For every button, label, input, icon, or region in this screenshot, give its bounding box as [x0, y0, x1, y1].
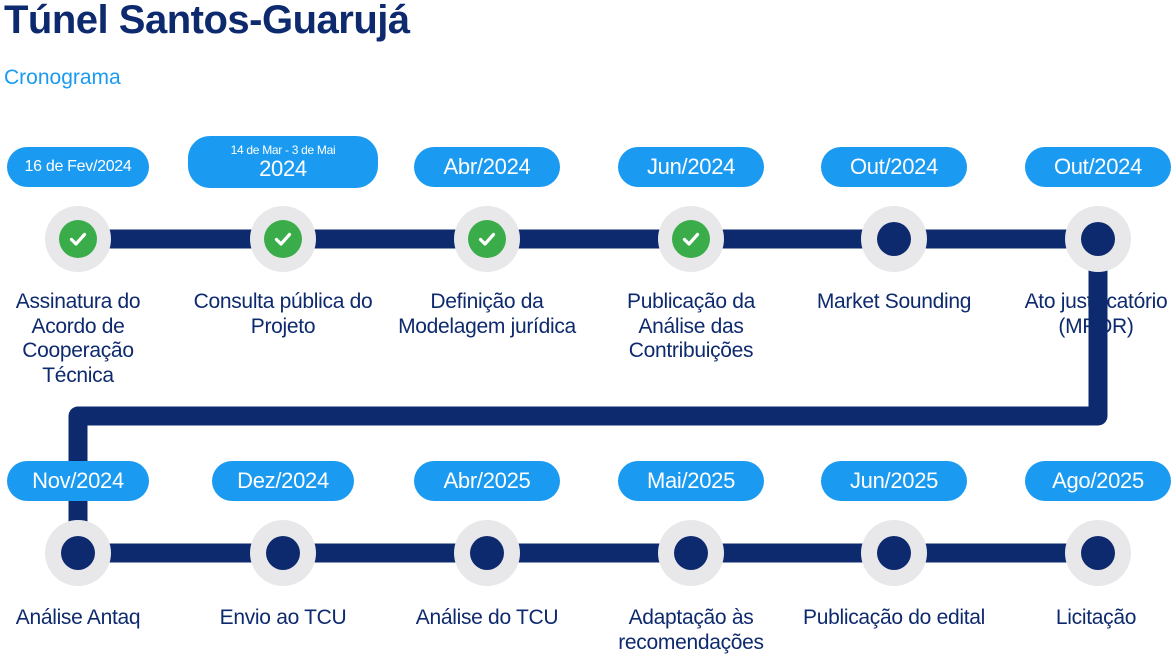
- milestone-node: [1065, 520, 1131, 586]
- milestone-node: [45, 520, 111, 586]
- milestone-label: Análise Antaq: [15, 606, 141, 629]
- milestone-node: [250, 206, 316, 272]
- date-label: 2024: [259, 156, 307, 181]
- milestone-label: Market Sounding: [816, 290, 972, 313]
- date-pill: 16 de Fev/2024: [7, 147, 149, 187]
- dot-icon: [877, 536, 911, 570]
- date-range-label: 14 de Mar - 3 de Mai: [230, 143, 336, 157]
- milestone-label: Licitação: [1055, 606, 1137, 629]
- milestone-label: Publicação do edital: [803, 606, 985, 629]
- date-label: Jun/2024: [646, 154, 736, 179]
- milestone-label: Assinatura do Acordo de Cooperação Técni…: [15, 290, 141, 387]
- milestone-label: Análise do TCU: [415, 606, 559, 629]
- date-label: Mai/2025: [646, 468, 736, 493]
- milestone-label: Definição da Modelagem jurídica: [398, 290, 576, 338]
- dot-icon: [877, 222, 911, 256]
- date-pill: Jun/2024: [618, 147, 764, 187]
- check-icon: [264, 220, 302, 258]
- date-label: Ago/2025: [1052, 468, 1144, 493]
- date-pill: Jun/2025: [821, 461, 967, 501]
- check-icon: [468, 220, 506, 258]
- milestone-label: Publicação da Análise das Contribuições: [626, 290, 756, 362]
- date-pill: Out/2024: [1025, 147, 1171, 187]
- dot-icon: [1081, 536, 1115, 570]
- milestone-node: [45, 206, 111, 272]
- page-title: Túnel Santos-Guarujá: [4, 0, 410, 42]
- milestone-label: Envio ao TCU: [219, 606, 347, 629]
- dot-icon: [674, 536, 708, 570]
- date-label: Abr/2025: [443, 468, 531, 493]
- milestone-node: [658, 520, 724, 586]
- milestone-node: [1065, 206, 1131, 272]
- milestone-label: Consulta pública do Projeto: [193, 290, 373, 338]
- milestone-label: Adaptação às recomendações: [618, 606, 764, 654]
- check-icon: [672, 220, 710, 258]
- date-label: Abr/2024: [443, 154, 531, 179]
- dot-icon: [61, 536, 95, 570]
- date-pill: Mai/2025: [618, 461, 764, 501]
- date-pill: Out/2024: [821, 147, 967, 187]
- milestone-node: [861, 206, 927, 272]
- date-label: Out/2024: [1053, 154, 1143, 179]
- date-pill: Abr/2024: [414, 147, 560, 187]
- milestone-node: [250, 520, 316, 586]
- page-subtitle: Cronograma: [4, 66, 121, 89]
- dot-icon: [1081, 222, 1115, 256]
- date-label: Dez/2024: [237, 468, 329, 493]
- date-pill: Ago/2025: [1025, 461, 1171, 501]
- milestone-node: [454, 520, 520, 586]
- date-pill: Nov/2024: [7, 461, 149, 501]
- date-pill: Dez/2024: [212, 461, 354, 501]
- date-label: Jun/2025: [849, 468, 939, 493]
- milestone-label: Ato justificatório (MPOR): [1024, 290, 1168, 338]
- date-label: Out/2024: [849, 154, 939, 179]
- date-pill: Abr/2025: [414, 461, 560, 501]
- dot-icon: [266, 536, 300, 570]
- milestone-node: [454, 206, 520, 272]
- check-icon: [59, 220, 97, 258]
- date-label: 16 de Fev/2024: [24, 158, 132, 175]
- milestone-node: [861, 520, 927, 586]
- dot-icon: [470, 536, 504, 570]
- date-label: Nov/2024: [32, 468, 124, 493]
- milestone-node: [658, 206, 724, 272]
